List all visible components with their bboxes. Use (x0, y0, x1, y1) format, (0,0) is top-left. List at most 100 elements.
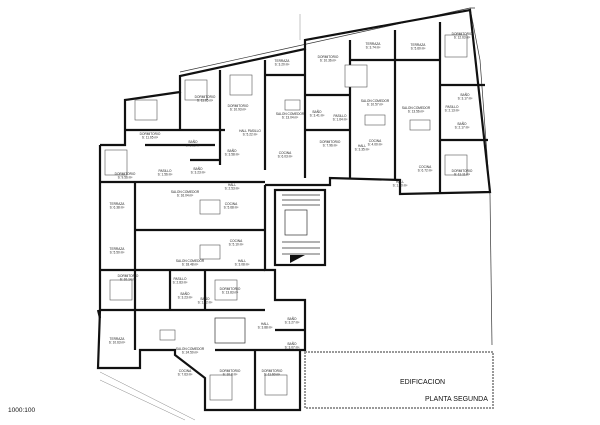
neighbour-label: EDIFICACION (400, 379, 445, 386)
room-name: TERRAZA (366, 42, 382, 46)
room-area: S: 24.50 m² (182, 351, 198, 355)
room-name: DORMITORIO (140, 132, 161, 136)
room-name: BAÑO (287, 341, 297, 346)
room-area: S: 10.36 m² (320, 59, 336, 63)
room-area: S: 13.56 m² (408, 110, 424, 114)
room-name: DORMITORIO (195, 95, 216, 99)
room-area: S: 1.64 m² (333, 118, 348, 122)
room-name: DORMITORIO (262, 369, 283, 373)
room-name: HALL (228, 183, 236, 187)
room-area: S: 2.53 m² (225, 187, 240, 191)
room-name: TERRAZA (110, 202, 126, 206)
stair-core (214, 188, 327, 344)
room-area: S: 5.60 m² (411, 47, 426, 51)
room-name: DORMITORIO (452, 32, 473, 36)
room-area: S: 3.27 m² (285, 321, 300, 325)
room-area: S: 5.50 m² (110, 251, 125, 255)
room-name: PASILLO (173, 277, 187, 281)
room-area: S: 3.58 m² (225, 153, 240, 157)
room-area: S: 3.88 m² (258, 326, 273, 330)
room-name: DORMITORIO (452, 169, 473, 173)
room-name: SALON COMEDOR (176, 347, 205, 351)
room-area: S: 7.96 m² (323, 144, 338, 148)
room-name: SALON COMEDOR (402, 106, 431, 110)
scale-label: 1000:100 (8, 407, 35, 414)
room-area: S: 3.08 m² (235, 263, 250, 267)
room-name: SALON COMEDOR (171, 190, 200, 194)
room-area: S: 10.14 m² (120, 278, 136, 282)
room-name: BAÑO (180, 291, 190, 296)
room-area: S: 3.74 m² (366, 46, 381, 50)
room-name: HALL (238, 259, 246, 263)
room-area: S: 11.11 m² (454, 173, 470, 177)
room-area: S: 11.65 m² (142, 136, 158, 140)
neighbour-building (304, 351, 494, 409)
room-area: S: 4.00 m² (368, 143, 383, 147)
room-name: BAÑO (193, 166, 203, 171)
room-area: S: 13.04 m² (282, 116, 298, 120)
room-name: COCINA (279, 151, 292, 155)
room-name: DORMITORIO (220, 369, 241, 373)
room-area: S: 10.63 m² (109, 341, 125, 345)
room-name: BAÑO (312, 109, 322, 114)
room-area: S: 5.10 m² (229, 243, 244, 247)
room-name: COCINA (369, 139, 382, 143)
room-area: S: 1.82 m² (198, 301, 213, 305)
room-area: S: 3.22 m² (186, 144, 201, 148)
room-area: S: 5.22 m² (243, 133, 258, 137)
room-area: S: 1.60 m² (393, 184, 408, 188)
room-area: S: 11.60 m² (264, 373, 280, 377)
room-area: S: 3.07 m² (285, 346, 300, 350)
room-area: S: 6.03 m² (278, 155, 293, 159)
room-name: DORMITORIO (318, 55, 339, 59)
room-name: BAÑO (227, 148, 237, 153)
room-area: S: 9.56 m² (118, 176, 133, 180)
room-name: DORMITORIO (220, 287, 241, 291)
room-area: S: 16.04 m² (177, 194, 193, 198)
room-area: S: 13.83 m² (222, 291, 238, 295)
room-name: BAÑO (200, 296, 210, 301)
room-area: S: 3.35 m² (355, 148, 370, 152)
room-name: SALON COMEDOR (176, 259, 205, 263)
room-name: PASILLO (445, 105, 459, 109)
room-area: S: 3.23 m² (178, 296, 193, 300)
room-name: PASILLO (333, 114, 347, 118)
elevator-shaft (284, 209, 308, 236)
site-boundary (99, 7, 493, 421)
room-name: HALL PASILLO (239, 129, 261, 133)
furniture (104, 34, 468, 401)
exterior-walls (96, 8, 492, 412)
room-name: BAÑO (188, 139, 198, 144)
room-area: S: 10.93 m² (230, 108, 246, 112)
room-area: S: 12.63 m² (454, 36, 470, 40)
room-area: S: 2.17 m² (455, 126, 470, 130)
room-area: S: 3.20 m² (275, 63, 290, 67)
room-name: PASILLO (158, 169, 172, 173)
room-name: DORMITORIO (118, 274, 139, 278)
room-area: S: 10.57 m² (367, 103, 383, 107)
room-name: TERRAZA (110, 337, 126, 341)
room-area: S: 1.56 m² (158, 173, 173, 177)
room-area: S: 3.23 m² (191, 171, 206, 175)
room-area: S: 3.41 m² (310, 114, 325, 118)
plan-title: PLANTA SEGUNDA (425, 396, 488, 403)
room-name: DORMITORIO (115, 172, 136, 176)
room-name: BAÑO (457, 121, 467, 126)
room-name: HALL (261, 322, 269, 326)
room-area: S: 6.72 m² (418, 169, 433, 173)
room-area: S: 18.48 m² (182, 263, 198, 267)
room-name: DORMITORIO (228, 104, 249, 108)
room-name: TERRAZA (411, 43, 427, 47)
room-area: S: 11.65 m² (197, 99, 213, 103)
interior-stair (214, 317, 246, 344)
room-name: DORMITORIO (320, 140, 341, 144)
room-area: S: 10.8 m² (223, 373, 238, 377)
room-area: S: 5.68 m² (224, 206, 239, 210)
room-name: COCINA (230, 239, 243, 243)
room-name: COCINA (179, 369, 192, 373)
room-area: S: 3.17 m² (458, 97, 473, 101)
room-name: TERRAZA (110, 247, 126, 251)
